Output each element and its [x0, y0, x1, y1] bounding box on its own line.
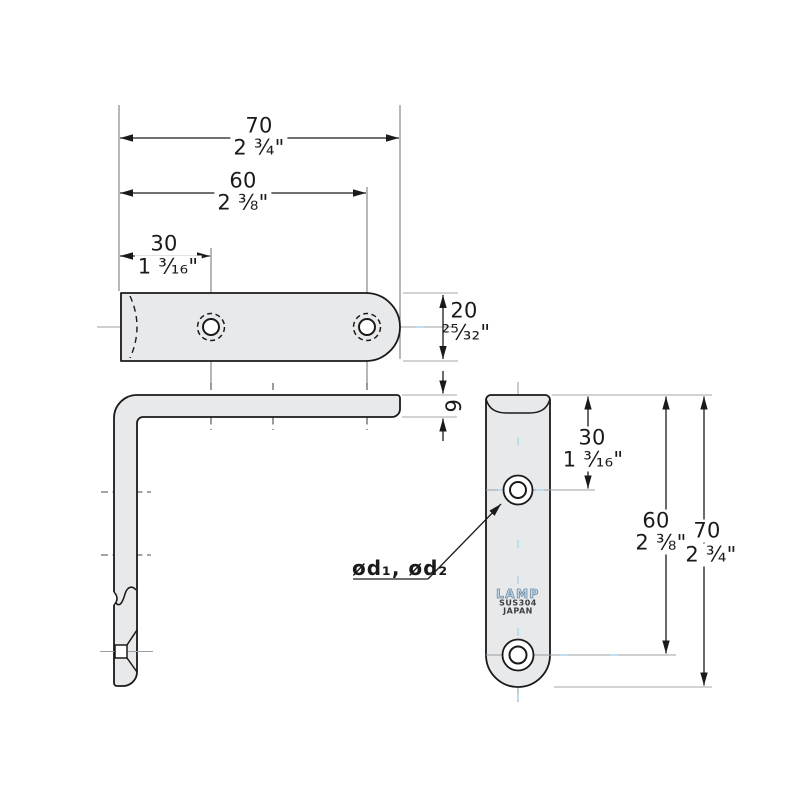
side-view-thickness-extensions [402, 394, 457, 418]
dim-top-70-inch: 2 ¾" [230, 136, 288, 160]
dim-top-20-inch: ²⁵⁄₃₂" [441, 320, 491, 345]
side-view-break-wave [115, 586, 137, 606]
top-view-bend-line [129, 295, 138, 359]
brand-stamp: LAMP [496, 587, 540, 602]
side-view-break-notch [113, 591, 118, 606]
front-view-hole-1 [502, 474, 534, 506]
top-view-plate [120, 292, 401, 362]
dim-side-6-mm: 6 [440, 399, 465, 413]
dim-top-30-mm: 30 [150, 231, 178, 256]
dim-top-20-mm: 20 [450, 298, 478, 323]
dim-front-60-mm: 60 [639, 509, 673, 533]
top-view-hole-1 [196, 312, 226, 342]
side-view-break-mask [112, 592, 116, 605]
dim-front-70-mm: 70 [690, 519, 724, 543]
front-view-centerline-dashes [498, 437, 618, 700]
side-view-profile [113, 394, 401, 687]
hole-callout-leader [353, 503, 502, 580]
dim-top-70-mm: 70 [245, 113, 273, 138]
dim-top-60-inch: 2 ⅜" [214, 191, 272, 215]
side-view [100, 371, 457, 687]
side-view-countersink-section [114, 629, 138, 673]
top-view-width-extensions [403, 292, 458, 362]
dim-top-60-mm: 60 [229, 168, 257, 193]
hole-diameter-callout: ød₁, ød₂ [352, 556, 449, 580]
dim-front-30-inch: 1 ³⁄₁₆" [559, 448, 627, 472]
material-stamp: SUS304 [499, 598, 537, 608]
front-view-bend-curve [485, 398, 551, 414]
dim-front-70-inch: 2 ¾" [682, 543, 740, 567]
front-view-extension-lines [552, 394, 712, 688]
dim-top-30-inch: 1 ³⁄₁₆" [134, 255, 202, 279]
origin-stamp: JAPAN [503, 606, 533, 616]
dim-front-60-inch: 2 ⅜" [632, 531, 690, 555]
dim-front-30-mm: 30 [575, 426, 609, 450]
front-view-hole-2 [501, 638, 535, 672]
top-view [97, 105, 458, 385]
top-view-hole-2 [352, 312, 382, 342]
